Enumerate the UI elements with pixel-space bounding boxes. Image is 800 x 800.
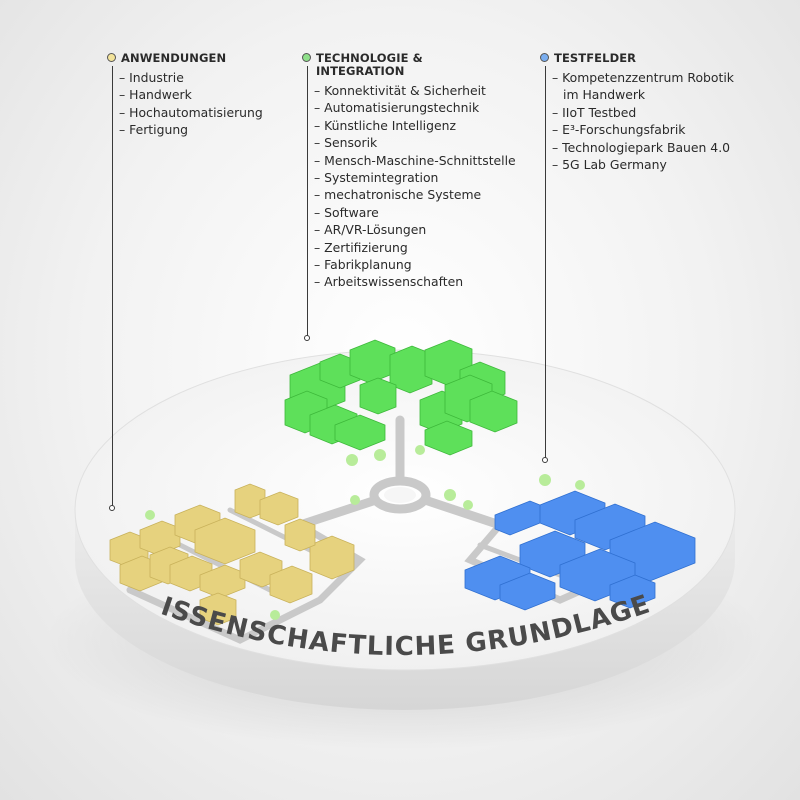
yellow-dot-icon: [107, 53, 116, 62]
list-item: – Handwerk: [119, 87, 192, 103]
list-item: – 5G Lab Germany: [552, 157, 667, 173]
item-list-technologie: – Konnektivität & Sicherheit – Automatis…: [302, 82, 516, 291]
leader-line-testfelder: [545, 66, 546, 458]
list-item: – Hochautomatisierung: [119, 104, 263, 120]
list-item: – IIoT Testbed: [552, 104, 637, 120]
list-item: – Zertifizierung: [314, 239, 408, 255]
list-item: – AR/VR-Lösungen: [314, 222, 427, 238]
column-testfelder: TESTFELDER – Kompetenzzentrum Robotik im…: [540, 52, 734, 173]
blue-district: [464, 490, 696, 611]
green-dot-icon: [302, 53, 311, 62]
list-item: – Fertigung: [119, 122, 189, 138]
blue-dot-icon: [540, 53, 549, 62]
column-technologie: TECHNOLOGIE & INTEGRATION – Konnektivitä…: [302, 52, 516, 291]
list-item: – Systemintegration: [314, 170, 439, 186]
item-list-anwendungen: – Industrie – Handwerk – Hochautomatisie…: [107, 69, 263, 139]
roundabout-center: [384, 487, 416, 503]
item-list-testfelder: – Kompetenzzentrum Robotik im Handwerk –…: [540, 69, 734, 173]
column-title: TESTFELDER: [554, 51, 637, 65]
leader-end-technologie: [304, 335, 310, 341]
list-item: – Mensch-Maschine-Schnittstelle: [314, 152, 516, 168]
list-item: – Künstliche Intelligenz: [314, 117, 456, 133]
list-item: – Konnektivität & Sicherheit: [314, 83, 486, 98]
list-item: – mechatronische Systeme: [314, 187, 482, 203]
list-item: – Software: [314, 204, 379, 220]
list-item: – Industrie: [119, 70, 184, 85]
leader-line-technologie: [307, 66, 308, 336]
column-header-testfelder: TESTFELDER: [540, 52, 734, 65]
column-title: INTEGRATION: [316, 64, 405, 78]
leader-end-anwendungen: [109, 505, 115, 511]
yellow-district: [109, 483, 355, 626]
column-header-technologie: TECHNOLOGIE & INTEGRATION: [302, 52, 516, 78]
list-item: – Fabrikplanung: [314, 257, 412, 273]
column-anwendungen: ANWENDUNGEN – Industrie – Handwerk – Hoc…: [107, 52, 263, 139]
leader-end-testfelder: [542, 457, 548, 463]
list-item: – Arbeitswissenschaften: [314, 274, 464, 290]
column-title: TECHNOLOGIE &: [316, 51, 423, 65]
column-title: ANWENDUNGEN: [121, 51, 227, 65]
list-item: – Sensorik: [314, 135, 378, 151]
list-item: – E³-Forschungsfabrik: [552, 122, 686, 138]
column-header-anwendungen: ANWENDUNGEN: [107, 52, 263, 65]
list-item: – Technologiepark Bauen 4.0: [552, 139, 731, 155]
leader-line-anwendungen: [112, 66, 113, 506]
list-item: – Automatisierungstechnik: [314, 100, 480, 116]
green-district: [284, 339, 518, 456]
list-item: im Handwerk: [563, 87, 646, 103]
list-item: – Kompetenzzentrum Robotik: [552, 70, 734, 85]
